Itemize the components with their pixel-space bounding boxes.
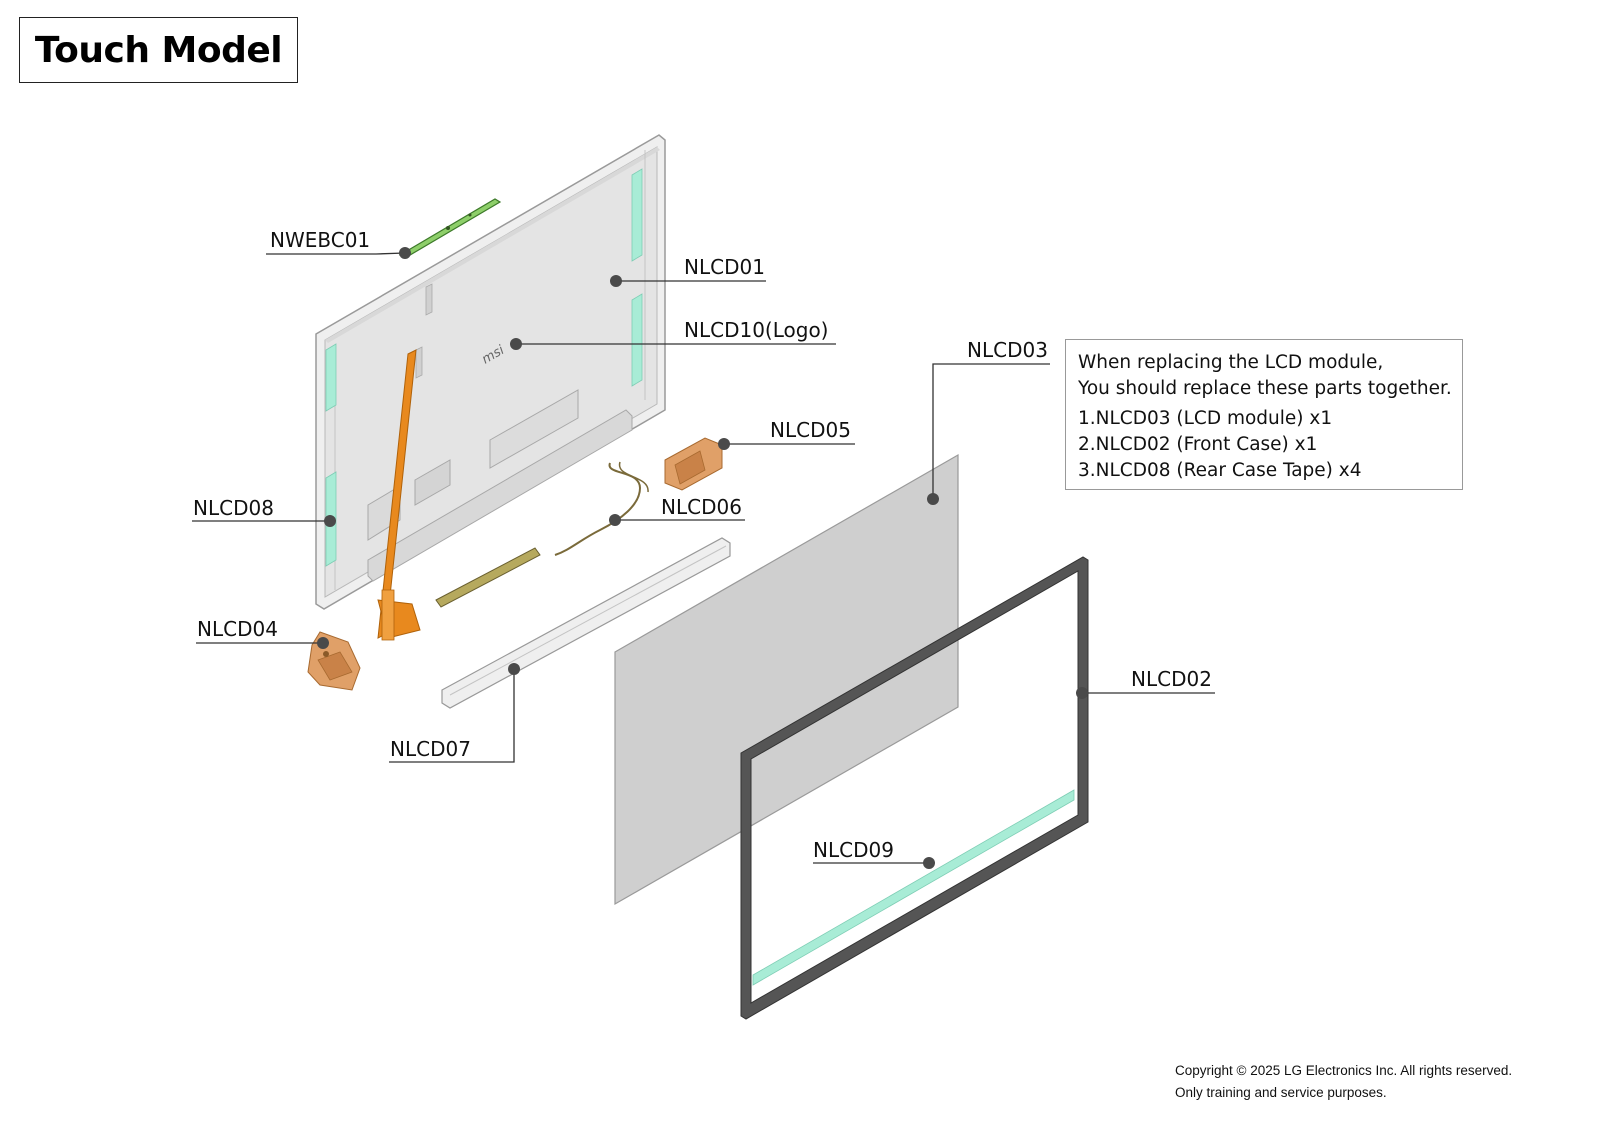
label-nwebc01: NWEBC01 xyxy=(270,228,371,252)
label-nlcd09: NLCD09 xyxy=(813,838,894,862)
note-line-1: When replacing the LCD module, xyxy=(1078,352,1384,373)
note-item-2: 2.NLCD02 (Front Case) x1 xyxy=(1078,434,1318,455)
label-nlcd02: NLCD02 xyxy=(1131,667,1212,691)
lcd-panel xyxy=(614,453,959,906)
note-items: 1.NLCD03 (LCD module) x1 2.NLCD02 (Front… xyxy=(1078,406,1450,484)
label-nlcd08: NLCD08 xyxy=(193,496,274,520)
label-nlcd01: NLCD01 xyxy=(684,255,765,279)
right-hinge xyxy=(664,437,723,491)
label-nlcd10: NLCD10(Logo) xyxy=(684,318,829,342)
callout-dots xyxy=(317,247,1088,869)
leader-lines xyxy=(192,252,1215,864)
label-nlcd04: NLCD04 xyxy=(197,617,278,641)
left-hinge xyxy=(307,631,361,691)
copyright-notice: Copyright © 2025 LG Electronics Inc. All… xyxy=(1175,1060,1512,1104)
page-title: Touch Model xyxy=(19,17,298,83)
front-case-tape xyxy=(752,789,1075,986)
label-nlcd06: NLCD06 xyxy=(661,495,742,519)
flex-cable xyxy=(377,349,421,641)
note-item-1: 1.NLCD03 (LCD module) x1 xyxy=(1078,408,1333,429)
copyright-line-1: Copyright © 2025 LG Electronics Inc. All… xyxy=(1175,1063,1513,1078)
rear-case-tapes xyxy=(325,168,643,567)
rear-case: msi xyxy=(315,134,666,610)
replacement-note: When replacing the LCD module, You shoul… xyxy=(1065,339,1463,490)
copyright-line-2: Only training and service purposes. xyxy=(1175,1085,1387,1100)
note-item-3: 3.NLCD08 (Rear Case Tape) x4 xyxy=(1078,460,1362,481)
antenna-cable xyxy=(435,461,649,608)
label-nlcd05: NLCD05 xyxy=(770,418,851,442)
label-nlcd03: NLCD03 xyxy=(967,338,1048,362)
label-nlcd07: NLCD07 xyxy=(390,737,471,761)
note-line-2: You should replace these parts together. xyxy=(1078,378,1452,399)
